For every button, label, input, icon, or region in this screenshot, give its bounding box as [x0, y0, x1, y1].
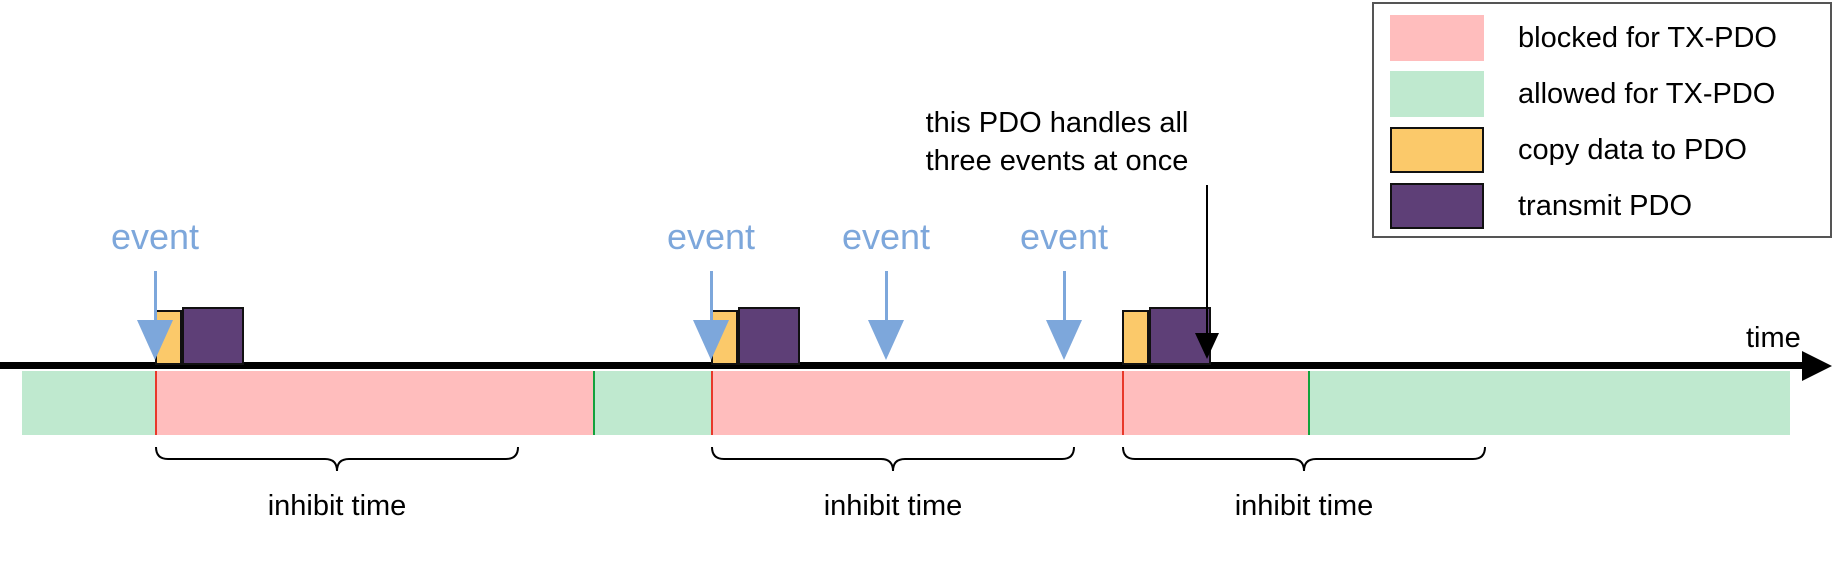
- event-arrow-head-icon-4: [1046, 320, 1082, 360]
- event-arrow-head-icon-1: [137, 320, 173, 360]
- legend-label-1: blocked for TX-PDO: [1518, 21, 1777, 54]
- legend-swatch-copy-data: [1390, 127, 1484, 173]
- event-label-2: event: [666, 216, 756, 257]
- inhibit-start-separator: [711, 371, 713, 435]
- allowed-start-separator: [1308, 371, 1310, 435]
- legend-swatch-allowed: [1390, 71, 1484, 117]
- annotation-arrow-stem: [1206, 185, 1208, 335]
- legend-item-3: copy data to PDO: [1390, 126, 1747, 174]
- event-label-4: event: [1019, 216, 1109, 257]
- annotation-line-2: three events at once: [925, 145, 1189, 177]
- annotation-arrow-head-icon: [1195, 333, 1219, 359]
- inhibit-start-separator: [1122, 371, 1124, 435]
- legend-swatch-blocked: [1390, 15, 1484, 61]
- legend-swatch-transmit: [1390, 183, 1484, 229]
- inhibit-time-brace-1: [155, 446, 519, 472]
- time-axis-line: [0, 362, 1820, 369]
- legend-label-2: allowed for TX-PDO: [1518, 77, 1776, 110]
- legend-label-3: copy data to PDO: [1518, 133, 1747, 166]
- transmit-pdo-block: [738, 307, 800, 365]
- band-segment-blocked: [155, 371, 593, 435]
- axis-label-time: time: [1746, 322, 1801, 354]
- legend-box: blocked for TX-PDO allowed for TX-PDO copy…: [1372, 2, 1832, 238]
- event-label-3: event: [841, 216, 931, 257]
- band-segment-allowed: [593, 371, 711, 435]
- legend-item-2: allowed for TX-PDO: [1390, 70, 1775, 118]
- annotation-text: this PDO handles all three events at once: [902, 104, 1212, 180]
- event-arrow-stem-1: [154, 271, 157, 321]
- transmit-pdo-block: [182, 307, 244, 365]
- copy-data-block: [1122, 310, 1149, 365]
- event-arrow-stem-4: [1063, 271, 1066, 323]
- band-segment-allowed: [22, 371, 155, 435]
- annotation-line-1: this PDO handles all: [925, 107, 1189, 139]
- allowed-start-separator: [593, 371, 595, 435]
- band-segment-blocked: [711, 371, 1308, 435]
- inhibit-time-label-1: inhibit time: [267, 490, 407, 522]
- arrow-right-icon: [1802, 351, 1832, 381]
- event-arrow-head-icon-3: [868, 320, 904, 360]
- event-arrow-stem-2: [710, 271, 713, 321]
- inhibit-time-label-3: inhibit time: [1234, 490, 1374, 522]
- legend-label-4: transmit PDO: [1518, 189, 1693, 222]
- legend-item-1: blocked for TX-PDO: [1390, 14, 1777, 62]
- event-label-1: event: [110, 216, 200, 257]
- band-segment-allowed: [1308, 371, 1790, 435]
- event-arrow-head-icon-2: [693, 320, 729, 360]
- event-arrow-stem-3: [885, 271, 888, 323]
- inhibit-start-separator: [155, 371, 157, 435]
- inhibit-time-brace-2: [711, 446, 1075, 472]
- legend-item-4: transmit PDO: [1390, 182, 1692, 230]
- inhibit-time-label-2: inhibit time: [823, 490, 963, 522]
- inhibit-time-brace-3: [1122, 446, 1486, 472]
